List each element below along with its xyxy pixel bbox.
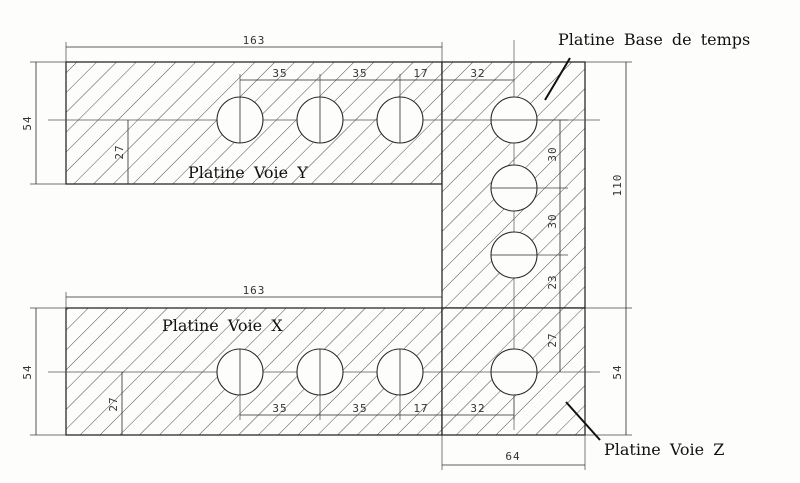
label-voie-x: Platine Voie X bbox=[162, 316, 283, 335]
dim-top-height: 54 bbox=[21, 115, 34, 130]
leader-timebase bbox=[544, 57, 571, 101]
dim-top-width: 163 bbox=[243, 34, 266, 47]
dim-bottom-32: 32 bbox=[470, 402, 485, 415]
dim-bottom-35-a: 35 bbox=[272, 402, 287, 415]
dim-top-35-b: 35 bbox=[352, 67, 367, 80]
dim-top-17: 17 bbox=[413, 67, 428, 80]
dim-bottom-35-b: 35 bbox=[352, 402, 367, 415]
dim-right-54: 54 bbox=[611, 364, 624, 379]
dim-bottom-height: 54 bbox=[21, 364, 34, 379]
label-timebase: Platine Base de temps bbox=[558, 30, 750, 49]
label-voie-y: Platine Voie Y bbox=[188, 163, 308, 182]
holes-base-de-temps bbox=[490, 96, 538, 279]
label-voie-z: Platine Voie Z bbox=[604, 440, 724, 459]
dim-right-30-a: 30 bbox=[546, 146, 559, 161]
dim-bottom-hole-offset: 27 bbox=[107, 396, 120, 411]
dim-right-110: 110 bbox=[611, 174, 624, 197]
dim-bottom-width: 163 bbox=[243, 284, 266, 297]
holes-voie-x bbox=[216, 348, 538, 396]
dimensions-top: 163 35 35 17 32 bbox=[65, 34, 514, 97]
dim-top-hole-offset: 27 bbox=[113, 144, 126, 159]
holes-voie-y bbox=[216, 96, 424, 144]
dimensions-right: 30 30 23 27 110 54 bbox=[537, 61, 632, 436]
dimensions-left-top: 54 27 bbox=[21, 61, 129, 185]
dim-right-23: 23 bbox=[546, 274, 559, 289]
dim-right-30-b: 30 bbox=[546, 213, 559, 228]
dim-bottom-17: 17 bbox=[413, 402, 428, 415]
dim-top-32: 32 bbox=[470, 67, 485, 80]
dim-right-27: 27 bbox=[546, 332, 559, 347]
leader-voie-z bbox=[565, 401, 601, 441]
dim-bottom-64: 64 bbox=[505, 450, 520, 463]
dimensions-bottom: 163 54 27 35 35 17 32 64 bbox=[21, 284, 586, 470]
dim-top-35-a: 35 bbox=[272, 67, 287, 80]
